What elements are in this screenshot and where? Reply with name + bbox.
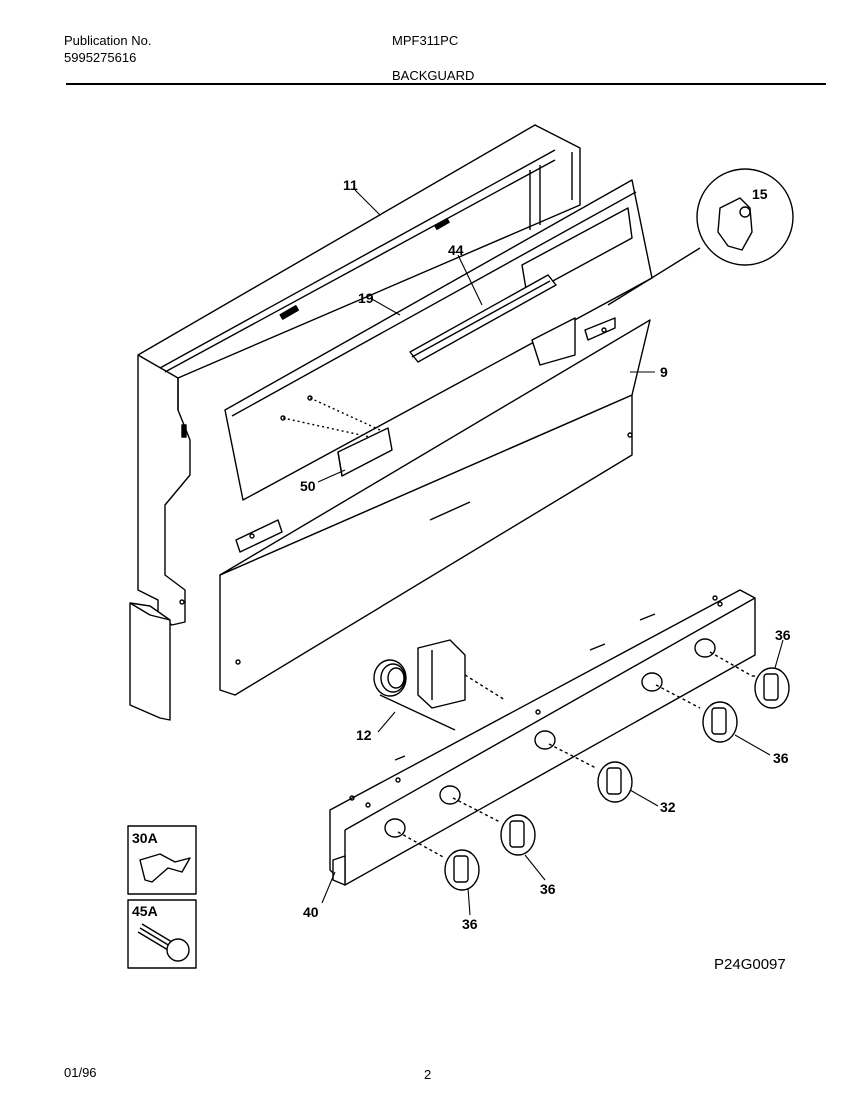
callout-15: 15 bbox=[752, 186, 768, 202]
knob-36-mid bbox=[452, 797, 536, 856]
infinite-switch bbox=[373, 639, 506, 731]
callout-36-right: 36 bbox=[773, 750, 789, 766]
section-title: BACKGUARD bbox=[392, 68, 475, 83]
callout-40: 40 bbox=[303, 904, 319, 920]
knob-36-right-top bbox=[709, 651, 790, 709]
trim-strip bbox=[409, 274, 557, 363]
callout-36-mid: 36 bbox=[540, 881, 556, 897]
callout-44: 44 bbox=[448, 242, 464, 258]
publication-number: 5995275616 bbox=[64, 50, 137, 65]
control-panel bbox=[329, 589, 756, 886]
callout-36-top-right: 36 bbox=[775, 627, 791, 643]
lower-trim bbox=[129, 602, 171, 721]
model-number: MPF311PC bbox=[392, 33, 459, 48]
inset-box-45a bbox=[127, 899, 197, 969]
inset-box-30a bbox=[127, 825, 197, 895]
control-panel-bracket bbox=[219, 317, 651, 696]
inset-label-30a: 30A bbox=[132, 830, 158, 846]
leader-lines bbox=[317, 189, 784, 916]
callout-11: 11 bbox=[343, 177, 358, 193]
callout-19: 19 bbox=[358, 290, 374, 306]
header-rule bbox=[66, 83, 826, 85]
publication-label: Publication No. bbox=[64, 33, 152, 48]
bracket-detail-circle bbox=[607, 168, 794, 306]
knob-32 bbox=[548, 743, 633, 803]
footer-date: 01/96 bbox=[64, 1065, 97, 1080]
callout-36-left: 36 bbox=[462, 916, 478, 932]
knob-36-right-mid bbox=[655, 684, 738, 743]
callout-50: 50 bbox=[300, 478, 316, 494]
callout-9: 9 bbox=[660, 364, 668, 380]
diagram-code: P24G0097 bbox=[714, 956, 786, 973]
inset-label-45a: 45A bbox=[132, 903, 158, 919]
page-number: 2 bbox=[424, 1067, 432, 1082]
backguard-panel bbox=[137, 124, 581, 626]
callout-32: 32 bbox=[660, 799, 676, 815]
knob-36-left bbox=[397, 831, 480, 891]
callout-12: 12 bbox=[356, 727, 372, 743]
